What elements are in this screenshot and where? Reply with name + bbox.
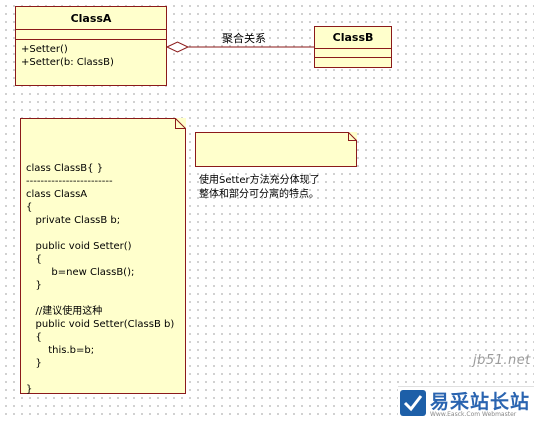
code-note[interactable]: class ClassB{ } ------------------------… [20,118,186,395]
class-b-box[interactable]: ClassB [314,26,392,68]
class-a-box[interactable]: ClassA +Setter() +Setter(b: ClassB) [15,6,167,86]
aggregation-diamond [165,41,190,53]
class-b-name: ClassB [315,27,391,49]
code-note-shape [20,118,186,394]
site-logo: 易采站长站 Www.Easck.Com Webmaster [398,386,534,421]
class-a-operations: +Setter() +Setter(b: ClassB) [21,44,114,68]
class-b-attributes [315,49,391,58]
hint-note-shape [195,132,357,167]
watermark-site: jb51.net [473,353,531,368]
logo-mark-icon [400,390,426,416]
logo-url: Www.Easck.Com Webmaster [430,411,517,418]
hint-note[interactable]: 使用Setter方法充分体现了 整体和部分可分离的特点。 [195,132,357,200]
relation-label: 聚合关系 [222,32,266,45]
class-a-attributes [16,30,166,40]
hint-note-text: 使用Setter方法充分体现了 整体和部分可分离的特点。 [199,175,320,200]
logo-brand: 易采站长站 [430,391,531,413]
class-a-name: ClassA [16,7,166,30]
code-note-text: class ClassB{ } ------------------------… [26,163,175,395]
